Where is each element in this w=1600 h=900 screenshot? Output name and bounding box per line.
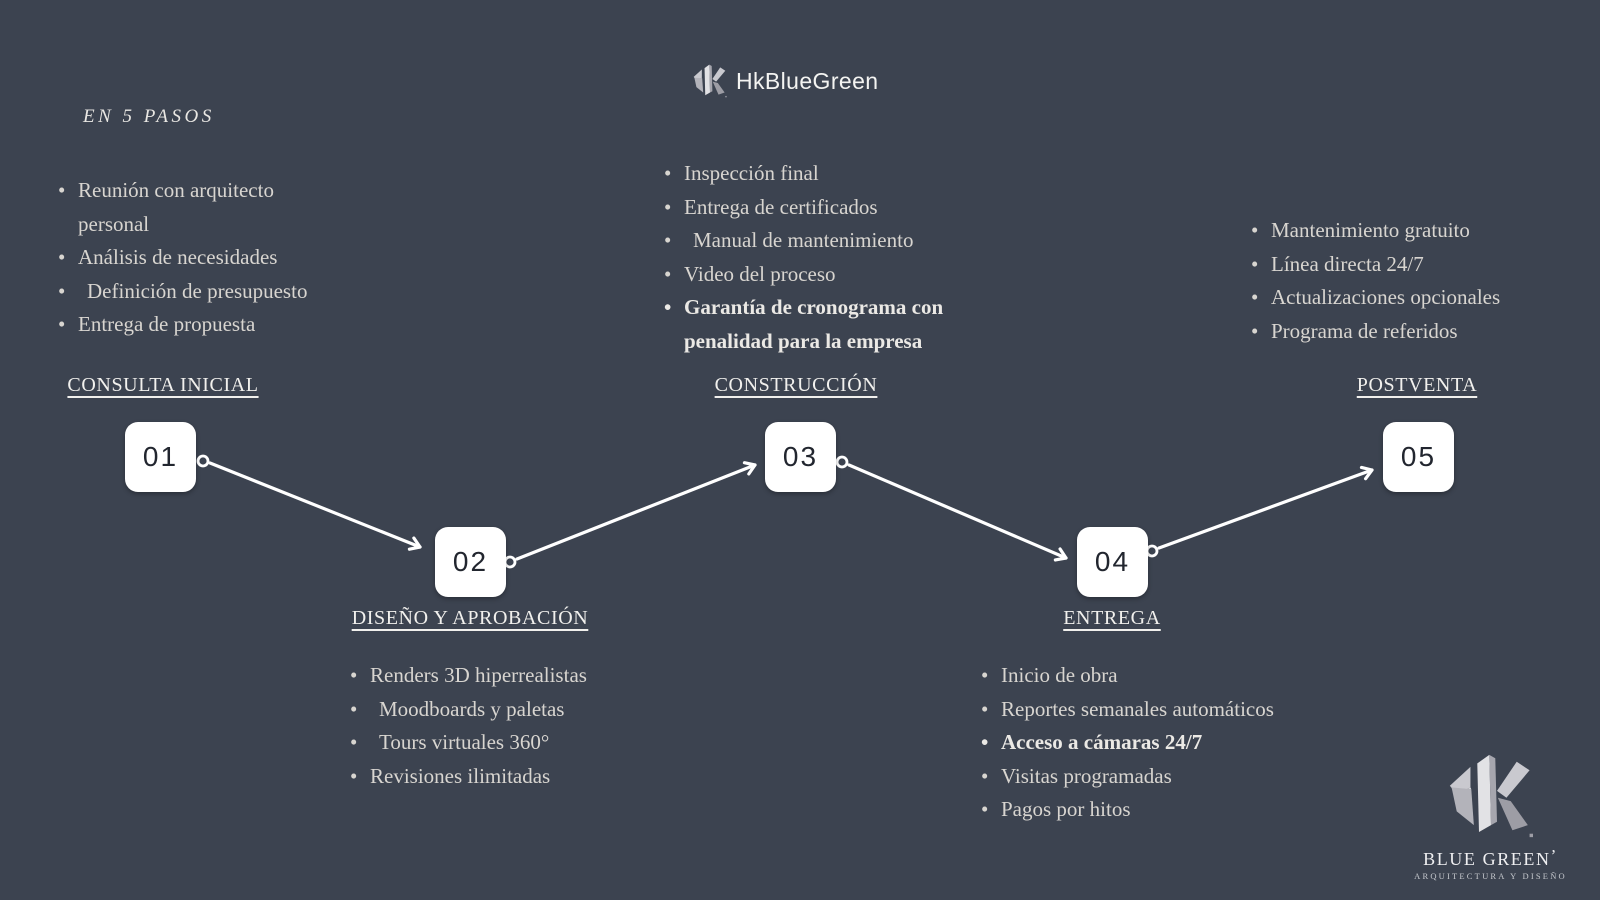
hk-logo-icon bbox=[1448, 748, 1534, 844]
arrow-lines bbox=[208, 461, 1374, 562]
step-box-02: 02 bbox=[435, 527, 506, 597]
bullet-item: Programa de referidos bbox=[1251, 315, 1561, 349]
footer-logo-text: BLUE GREEN bbox=[1423, 849, 1551, 869]
step-list-postventa: Mantenimiento gratuitoLínea directa 24/7… bbox=[1251, 214, 1561, 348]
dot-04 bbox=[1145, 544, 1159, 558]
bullet-item: Inspección final bbox=[664, 157, 964, 191]
bullet-item: Análisis de necesidades bbox=[58, 241, 338, 275]
bullet-item: Actualizaciones opcionales bbox=[1251, 281, 1561, 315]
tagline: EN 5 PASOS bbox=[83, 106, 215, 127]
step-label-construccion: CONSTRUCCIÓN bbox=[714, 374, 878, 396]
dot-02 bbox=[503, 555, 517, 569]
bullet-item: Renders 3D hiperrealistas bbox=[350, 659, 640, 693]
bullet-item: Reunión con arquitecto personal bbox=[58, 174, 338, 241]
step-number-01: 01 bbox=[142, 441, 179, 472]
arrow-04-05 bbox=[1157, 465, 1374, 550]
bullet-item: Línea directa 24/7 bbox=[1251, 248, 1561, 282]
bullet-item: Pagos por hitos bbox=[981, 793, 1341, 827]
step-box-05: 05 bbox=[1383, 422, 1454, 492]
step-box-01: 01 bbox=[125, 422, 196, 492]
bullet-item: Visitas programadas bbox=[981, 760, 1341, 794]
step-label-postventa: POSTVENTA bbox=[1356, 374, 1478, 396]
arrow-start-dots bbox=[196, 454, 1159, 569]
step-number-04: 04 bbox=[1094, 546, 1131, 577]
step-list-diseno-y-aprobacion: Renders 3D hiperrealistasMoodboards y pa… bbox=[350, 659, 640, 793]
step-number-03: 03 bbox=[782, 441, 819, 472]
step-box-04: 04 bbox=[1077, 527, 1148, 597]
brand-header: HkBlueGreen bbox=[693, 60, 878, 102]
arrow-01-02 bbox=[208, 461, 422, 551]
arrow-03-04 bbox=[847, 463, 1068, 562]
bullet-item: Definición de presupuesto bbox=[58, 275, 338, 309]
bullet-item: Entrega de certificados bbox=[664, 191, 964, 225]
dot-01 bbox=[196, 454, 210, 468]
step-list-entrega: Inicio de obraReportes semanales automát… bbox=[981, 659, 1341, 827]
bullet-item: Video del proceso bbox=[664, 258, 964, 292]
bullet-item: Inicio de obra bbox=[981, 659, 1341, 693]
footer-logo-subtitle: ARQUITECTURA Y DISEÑO bbox=[1414, 871, 1567, 881]
bullet-item: Mantenimiento gratuito bbox=[1251, 214, 1561, 248]
bullet-item: Tours virtuales 360° bbox=[350, 726, 640, 760]
step-list-construccion: Inspección finalEntrega de certificadosM… bbox=[664, 157, 964, 358]
footer-logo-title: BLUE GREEN’ bbox=[1408, 846, 1573, 870]
bullet-item: Garantía de cronograma con penalidad par… bbox=[664, 291, 964, 358]
bullet-item: Revisiones ilimitadas bbox=[350, 760, 640, 794]
step-number-02: 02 bbox=[452, 546, 489, 577]
step-label-entrega: ENTREGA bbox=[1063, 607, 1161, 629]
footer-logo-apostrophe: ’ bbox=[1550, 846, 1558, 865]
bullet-item: Entrega de propuesta bbox=[58, 308, 338, 342]
step-label-consulta-inicial: CONSULTA INICIAL bbox=[67, 374, 259, 396]
bullet-item: Reportes semanales automáticos bbox=[981, 693, 1341, 727]
step-box-03: 03 bbox=[765, 422, 836, 492]
step-number-05: 05 bbox=[1400, 441, 1437, 472]
arrow-02-03 bbox=[515, 461, 757, 561]
step-list-consulta-inicial: Reunión con arquitecto personalAnálisis … bbox=[58, 174, 338, 342]
bullet-item: Acceso a cámaras 24/7 bbox=[981, 726, 1341, 760]
dot-03 bbox=[835, 455, 849, 469]
footer-logo: BLUE GREEN’ ARQUITECTURA Y DISEÑO bbox=[1408, 748, 1573, 881]
step-label-diseno-y-aprobacion: DISEÑO Y APROBACIÓN bbox=[351, 607, 589, 629]
bullet-item: Manual de mantenimiento bbox=[664, 224, 964, 258]
brand-name: HkBlueGreen bbox=[736, 67, 879, 94]
bullet-item: Moodboards y paletas bbox=[350, 693, 640, 727]
